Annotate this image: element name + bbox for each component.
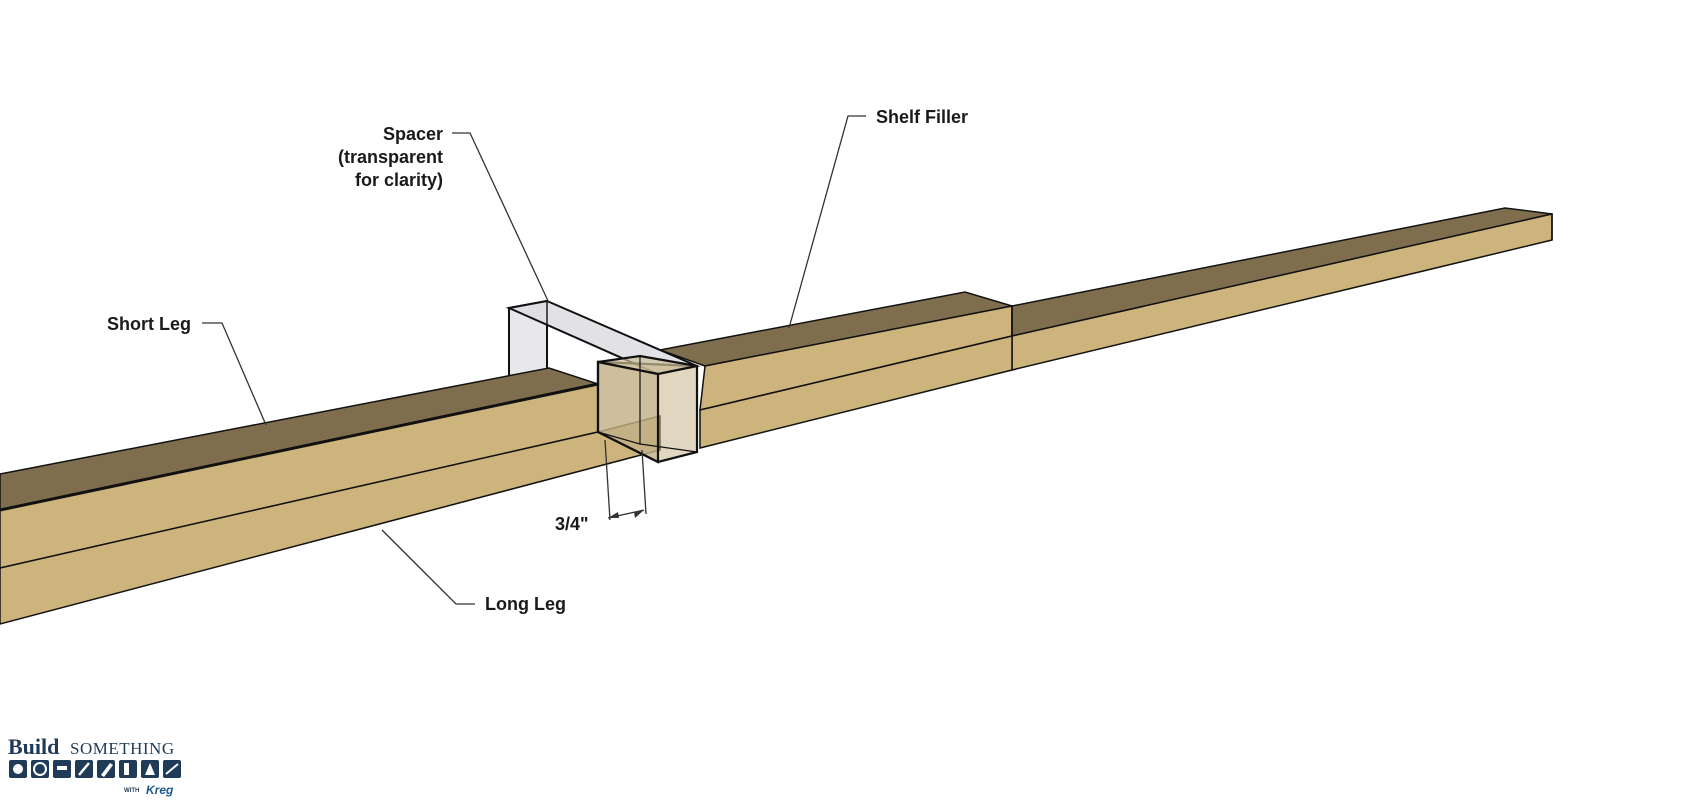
short-leg-callout: Short Leg — [107, 314, 267, 426]
logo-kreg-text: Kreg — [146, 783, 174, 797]
shelf-filler-board — [657, 207, 1553, 449]
dimension-label: 3/4" — [555, 514, 589, 534]
logo-something-text: SOMETHING — [70, 739, 175, 758]
spacer-block — [505, 299, 701, 379]
logo-tool-icons — [9, 760, 181, 778]
spacer-leader-line — [452, 132, 550, 304]
shelf-filler-label: Shelf Filler — [876, 107, 968, 127]
short-leg-leader-line — [202, 322, 267, 426]
dimension-marker: 3/4" — [555, 439, 647, 534]
spacer-callout: Spacer (transparent for clarity) — [338, 124, 550, 304]
spacer-label-line1: Spacer — [383, 124, 443, 144]
build-something-logo: Build SOMETHING WITH Kreg — [8, 734, 181, 797]
spacer-front-box — [596, 354, 699, 464]
shelf-filler-leader-line — [788, 115, 866, 329]
lower-board-face — [699, 335, 1013, 449]
spacer-label-line2: (transparent — [338, 147, 443, 167]
left-legs — [0, 367, 661, 625]
short-leg-label: Short Leg — [107, 314, 191, 334]
spacer-label-line3: for clarity) — [355, 170, 443, 190]
logo-build-text: Build — [8, 734, 59, 759]
long-leg-callout: Long Leg — [381, 529, 566, 614]
long-board-top — [1011, 207, 1553, 337]
logo-with-text: WITH — [124, 788, 139, 794]
long-leg-leader-line — [381, 529, 475, 605]
shelf-filler-callout: Shelf Filler — [788, 107, 968, 329]
long-leg-label: Long Leg — [485, 594, 566, 614]
